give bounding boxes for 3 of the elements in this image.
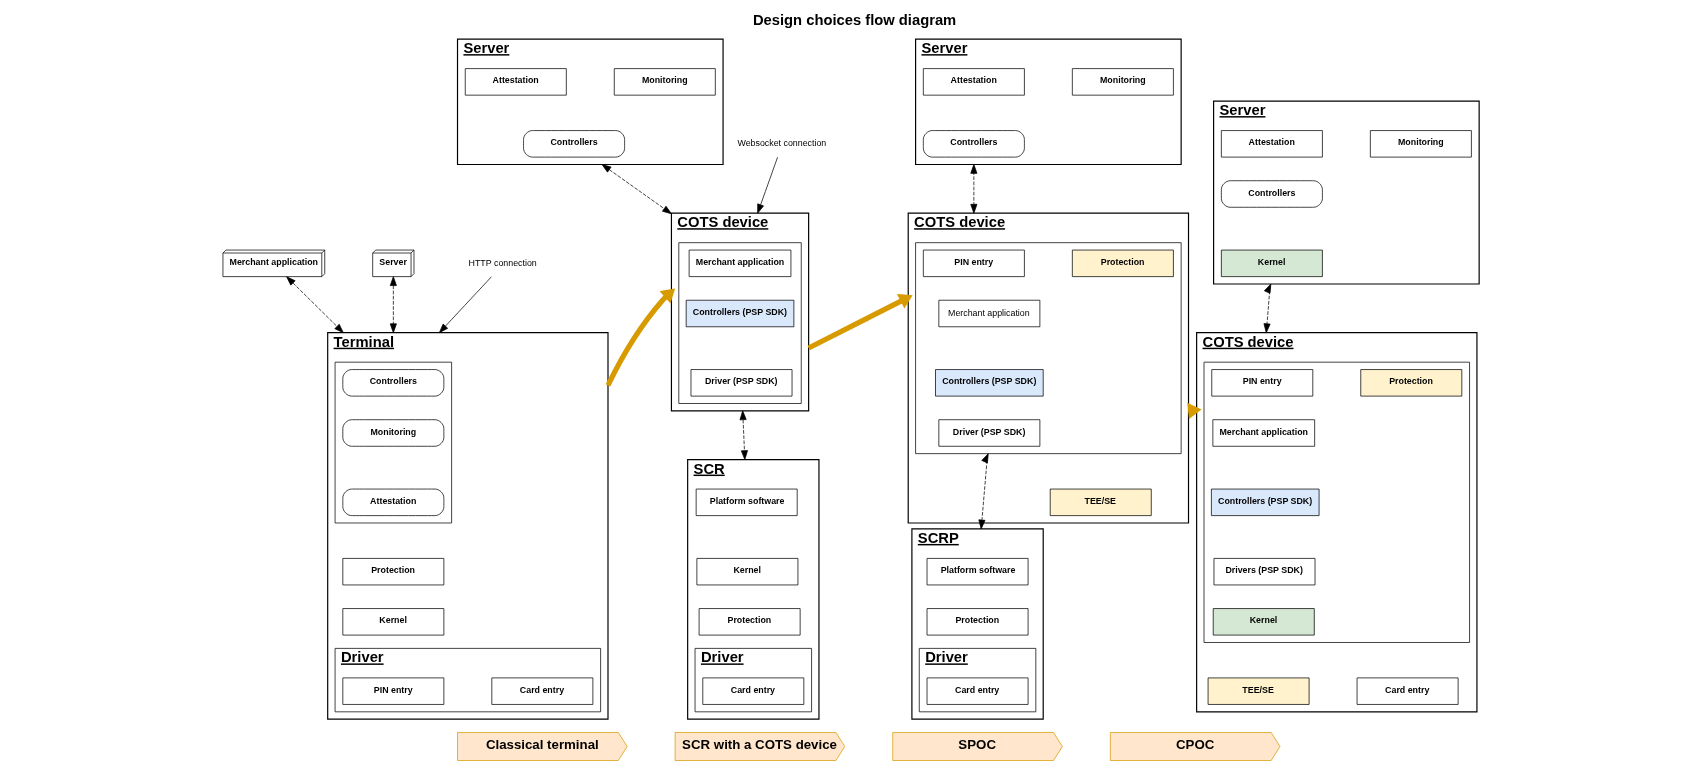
diagram-title: Design choices flow diagram: [752, 12, 957, 29]
node-text: HTTP connection: [468, 257, 537, 268]
node-text: Websocket connection: [737, 138, 827, 149]
